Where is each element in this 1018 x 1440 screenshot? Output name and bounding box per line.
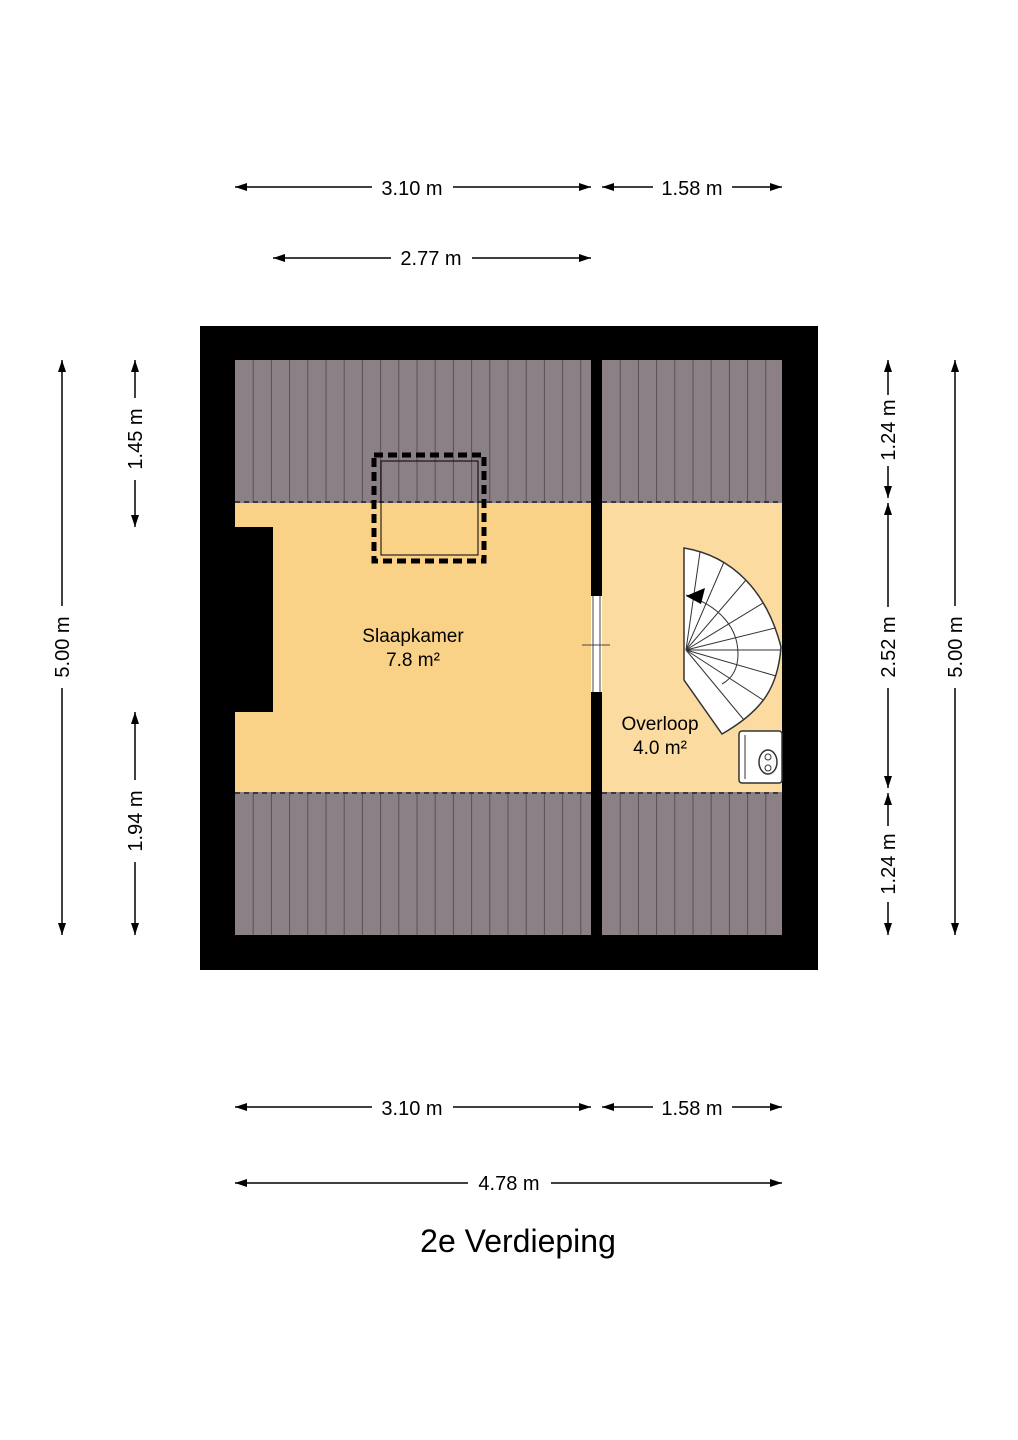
stair-tread [685,579,747,651]
dim-top-right: 1.58 m [661,178,722,200]
dim-right-middle: 2.52 m [878,616,900,677]
overloop-area: 4.0 m² [633,738,687,759]
slaapkamer-floor [235,503,591,792]
dim-left-lower: 1.94 m [125,790,147,851]
interior-wall-bottom [591,692,602,935]
roof-slope-top-right [602,360,782,503]
stair-tread [685,649,764,701]
dim-top-inner: 2.77 m [400,248,461,270]
stair-tread [685,561,725,651]
dim-left-outer: 5.00 m [52,616,74,677]
overloop-name: Overloop [621,714,698,735]
stair-tread [685,649,777,677]
slaapkamer-area: 7.8 m² [386,650,440,671]
stair-tread [685,602,764,651]
stair-direction-arrow [686,588,705,604]
roof-slope-bottom-left [235,792,591,935]
knee-wall-lines [235,501,782,794]
boiler-icon [738,730,783,784]
slaapkamer-name: Slaapkamer [362,626,464,647]
interior-wall-top [591,360,602,596]
dim-top-left: 3.10 m [381,178,442,200]
skylight-icon [371,452,487,564]
dim-right-upper: 1.24 m [878,399,900,460]
dim-bottom-left: 3.10 m [381,1098,442,1120]
dimension-lines [58,183,959,1187]
dim-bottom-right: 1.58 m [661,1098,722,1120]
dim-left-upper: 1.45 m [125,408,147,469]
roof-slope-bottom-right [602,792,782,935]
dim-right-outer: 5.00 m [945,616,967,677]
stair-tread [685,551,701,651]
stair-tread [685,649,745,721]
doorway [582,596,610,692]
roof-slopes [235,360,782,935]
roof-slope-top-left [235,360,591,503]
floor-title: 2e Verdieping [420,1223,616,1259]
roof-lines [252,360,767,935]
dim-right-lower: 1.24 m [878,833,900,894]
stair-tread [685,627,776,651]
chimney-block [235,527,273,712]
dim-bottom-total: 4.78 m [478,1173,539,1195]
spiral-stair-icon [683,547,782,735]
